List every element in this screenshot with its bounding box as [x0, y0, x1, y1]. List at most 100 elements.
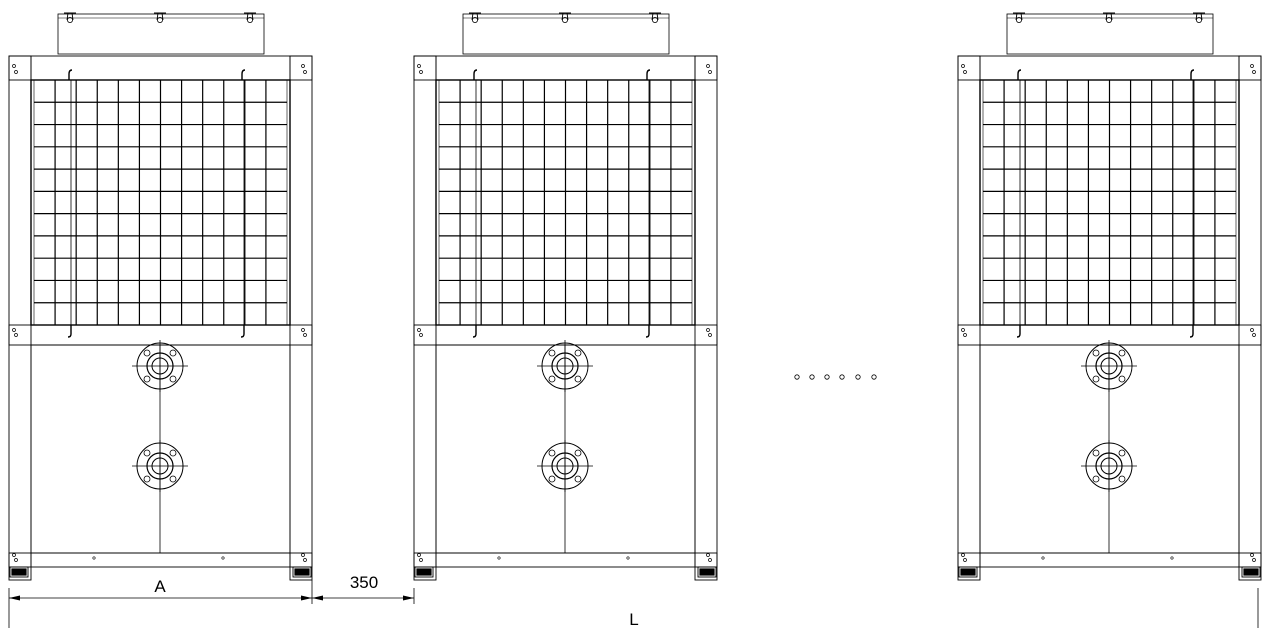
frame-bolt [961, 328, 965, 332]
water-outlet-flange [1081, 340, 1137, 392]
coil-hook-top-0 [68, 69, 73, 80]
water-inlet-flange-outer [1085, 442, 1133, 490]
frame-bolt [303, 558, 307, 562]
base-screw [1170, 556, 1174, 560]
top-rail [8, 55, 313, 81]
water-inlet-flange [132, 440, 188, 492]
dim-total-length-label: L [629, 610, 638, 628]
frame-bolt [301, 553, 305, 557]
frame-bolt [419, 333, 423, 337]
dim-a-label: A [154, 577, 166, 596]
hook-center-eye [156, 16, 163, 23]
frame-bolt [301, 328, 305, 332]
frame-bolt [419, 70, 423, 74]
hook-right [1193, 12, 1205, 21]
water-outlet-flange-bolt-hole [548, 375, 556, 383]
left-post [957, 55, 981, 581]
foot-left [958, 566, 978, 578]
water-inlet-flange-bolt-hole [1092, 449, 1100, 457]
lower-cabinet [979, 344, 1240, 554]
foot-left-pad [11, 568, 27, 576]
hook-left [469, 12, 481, 21]
water-inlet-flange-bolt-hole [169, 449, 177, 457]
continuation-dot [824, 374, 830, 380]
water-inlet-flange [1081, 440, 1137, 492]
frame-bolt [963, 70, 967, 74]
frame-bolt [1250, 553, 1254, 557]
water-outlet-flange-ring [146, 352, 174, 380]
foot-left-pad [416, 568, 432, 576]
base-rail [413, 552, 718, 568]
water-inlet-flange-bolt-hole [169, 475, 177, 483]
water-outlet-flange-bore [1100, 357, 1118, 375]
coil-hook-bottom-1 [645, 325, 650, 338]
water-outlet-flange-outer [541, 342, 589, 390]
water-inlet-flange-bolt-hole [1092, 475, 1100, 483]
frame-bolt [417, 328, 421, 332]
continuation-dot [794, 374, 800, 380]
water-outlet-flange-bolt-hole [1118, 375, 1126, 383]
frame-bolt [961, 553, 965, 557]
frame-bolt [1250, 328, 1254, 332]
frame-bolt [961, 64, 965, 68]
coil-hook-top-1 [241, 69, 246, 80]
frame-bolt [706, 328, 710, 332]
hook-center [1103, 12, 1115, 21]
water-outlet-flange-outer [1085, 342, 1133, 390]
frame-bolt [303, 333, 307, 337]
hook-center-eye [1105, 16, 1112, 23]
dim-350-arrow-left [312, 595, 323, 601]
water-outlet-flange-bolt-hole [169, 349, 177, 357]
water-inlet-flange-bolt-hole [143, 475, 151, 483]
middle-rail [957, 324, 1262, 346]
water-inlet-flange-bore [151, 457, 169, 475]
continuation-dots [794, 374, 877, 380]
hook-left-eye [472, 16, 479, 23]
water-inlet-flange-outer [136, 442, 184, 490]
frame-bolt [963, 558, 967, 562]
water-outlet-flange-bore [151, 357, 169, 375]
hook-center [154, 12, 166, 21]
hook-center-eye [561, 16, 568, 23]
hook-right [244, 12, 256, 21]
water-inlet-flange-bolt-hole [143, 449, 151, 457]
water-inlet-flange-bolt-hole [1118, 475, 1126, 483]
water-outlet-flange-bolt-hole [1092, 349, 1100, 357]
hook-right-eye [651, 16, 658, 23]
frame-bolt [706, 64, 710, 68]
right-post [694, 55, 718, 581]
lower-cabinet [435, 344, 696, 554]
base-screw [221, 556, 225, 560]
frame-bolt [12, 64, 16, 68]
water-inlet-flange-bolt-hole [548, 449, 556, 457]
continuation-dot [871, 374, 877, 380]
frame-bolt [706, 553, 710, 557]
foot-right-pad [294, 568, 310, 576]
water-outlet-flange-bolt-hole [143, 349, 151, 357]
dim-spacing-label: 350 [350, 573, 378, 592]
base-screw [497, 556, 501, 560]
water-inlet-flange-ring [1095, 452, 1123, 480]
water-inlet-flange-outer [541, 442, 589, 490]
frame-bolt [1250, 64, 1254, 68]
middle-rail [8, 324, 313, 346]
right-post [1238, 55, 1262, 581]
hook-center [559, 12, 571, 21]
water-outlet-flange [132, 340, 188, 392]
coil-hook-top-0 [473, 69, 478, 80]
foot-right [697, 566, 717, 578]
dim-a-arrow-right [301, 595, 312, 601]
base-screw [1041, 556, 1045, 560]
base-screw [92, 556, 96, 560]
water-inlet-flange-bolt-hole [1118, 449, 1126, 457]
frame-bolt [419, 558, 423, 562]
foot-left [9, 566, 29, 578]
frame-bolt [301, 64, 305, 68]
foot-right [1241, 566, 1261, 578]
water-inlet-flange-bolt-hole [548, 475, 556, 483]
heat-pump-unit-1 [8, 12, 313, 581]
hook-left-eye [1016, 16, 1023, 23]
hook-right [649, 12, 661, 21]
top-fan-box [462, 13, 670, 55]
